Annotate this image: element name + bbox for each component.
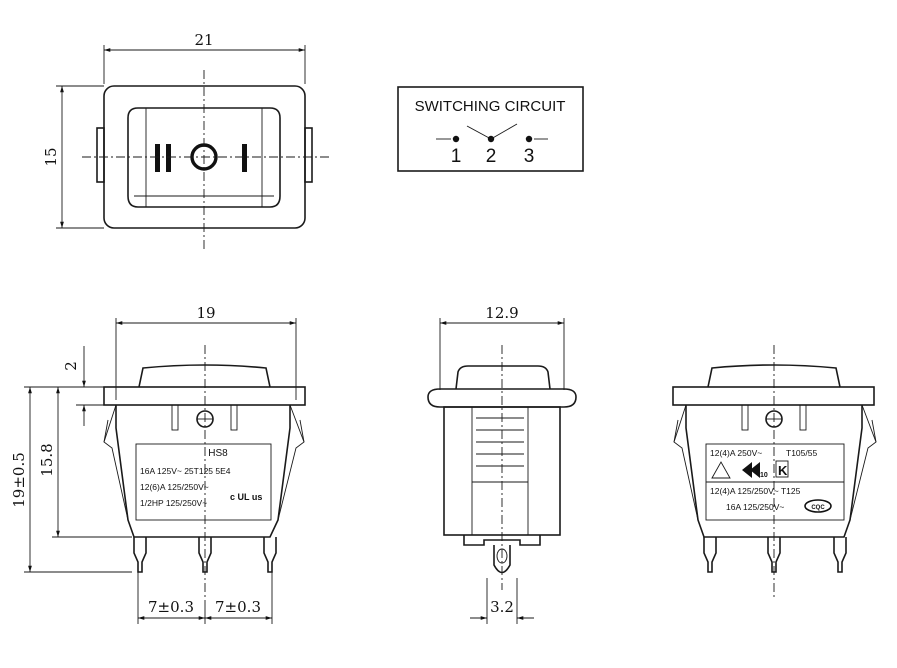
ce-like-cert-icon — [742, 462, 760, 478]
dim-side-pin-width: 3.2 — [490, 598, 514, 616]
dim-front-height-total: 19±0.5 — [10, 452, 28, 508]
front-label-line-2: 12(6)A 125/250V~ — [140, 482, 209, 492]
back-label-line-2: 12(4)A 125/250V~ T125 — [710, 486, 801, 496]
dim-pin-pitch-left: 7±0.3 — [148, 598, 194, 616]
terminal-1-label: 1 — [451, 146, 462, 167]
ul-cert-mark: c UL us — [230, 492, 262, 502]
back-label-line-3: 16A 125/250V~ — [726, 502, 784, 512]
front-label-line-1: 16A 125V~ 25T125 5E4 — [140, 466, 231, 476]
dim-top-width: 21 — [194, 31, 213, 49]
switching-circuit-title: SWITCHING CIRCUIT — [415, 98, 566, 115]
dim-top-height: 15 — [42, 147, 60, 166]
back-label-line-1-right: T105/55 — [786, 448, 817, 458]
cert-mark-ccc: CQC — [811, 505, 825, 511]
cert-mark-k: K — [778, 463, 788, 478]
position-one-symbol — [242, 144, 247, 172]
terminal-3-label: 3 — [524, 146, 535, 167]
dim-side-width: 12.9 — [485, 304, 518, 322]
back-label-line-1-left: 12(4)A 250V~ — [710, 448, 762, 458]
dim-front-width: 19 — [196, 304, 215, 322]
dim-front-top-offset: 2 — [62, 361, 80, 371]
position-two-symbol — [155, 144, 160, 172]
dim-front-height-body: 15.8 — [38, 443, 56, 476]
triangle-cert-icon — [711, 461, 731, 479]
front-label-line-3: 1/2HP 125/250V~ — [140, 498, 207, 508]
side-view: 12.9 3.2 — [427, 304, 577, 624]
switching-circuit-box: SWITCHING CIRCUIT 1 2 3 — [397, 86, 584, 172]
top-view: 21 15 — [42, 31, 330, 250]
front-label-model: HS8 — [208, 448, 228, 459]
terminal-2-label: 2 — [486, 146, 497, 167]
back-view: 12(4)A 250V~ T105/55 10 K 12(4)A 125/250… — [672, 345, 877, 600]
cqc-cert-icon — [804, 499, 832, 513]
cert-mark-10: 10 — [760, 472, 768, 479]
front-view: 19 2 19±0.5 15.8 HS8 — [10, 304, 306, 624]
dim-pin-pitch-right: 7±0.3 — [215, 598, 261, 616]
